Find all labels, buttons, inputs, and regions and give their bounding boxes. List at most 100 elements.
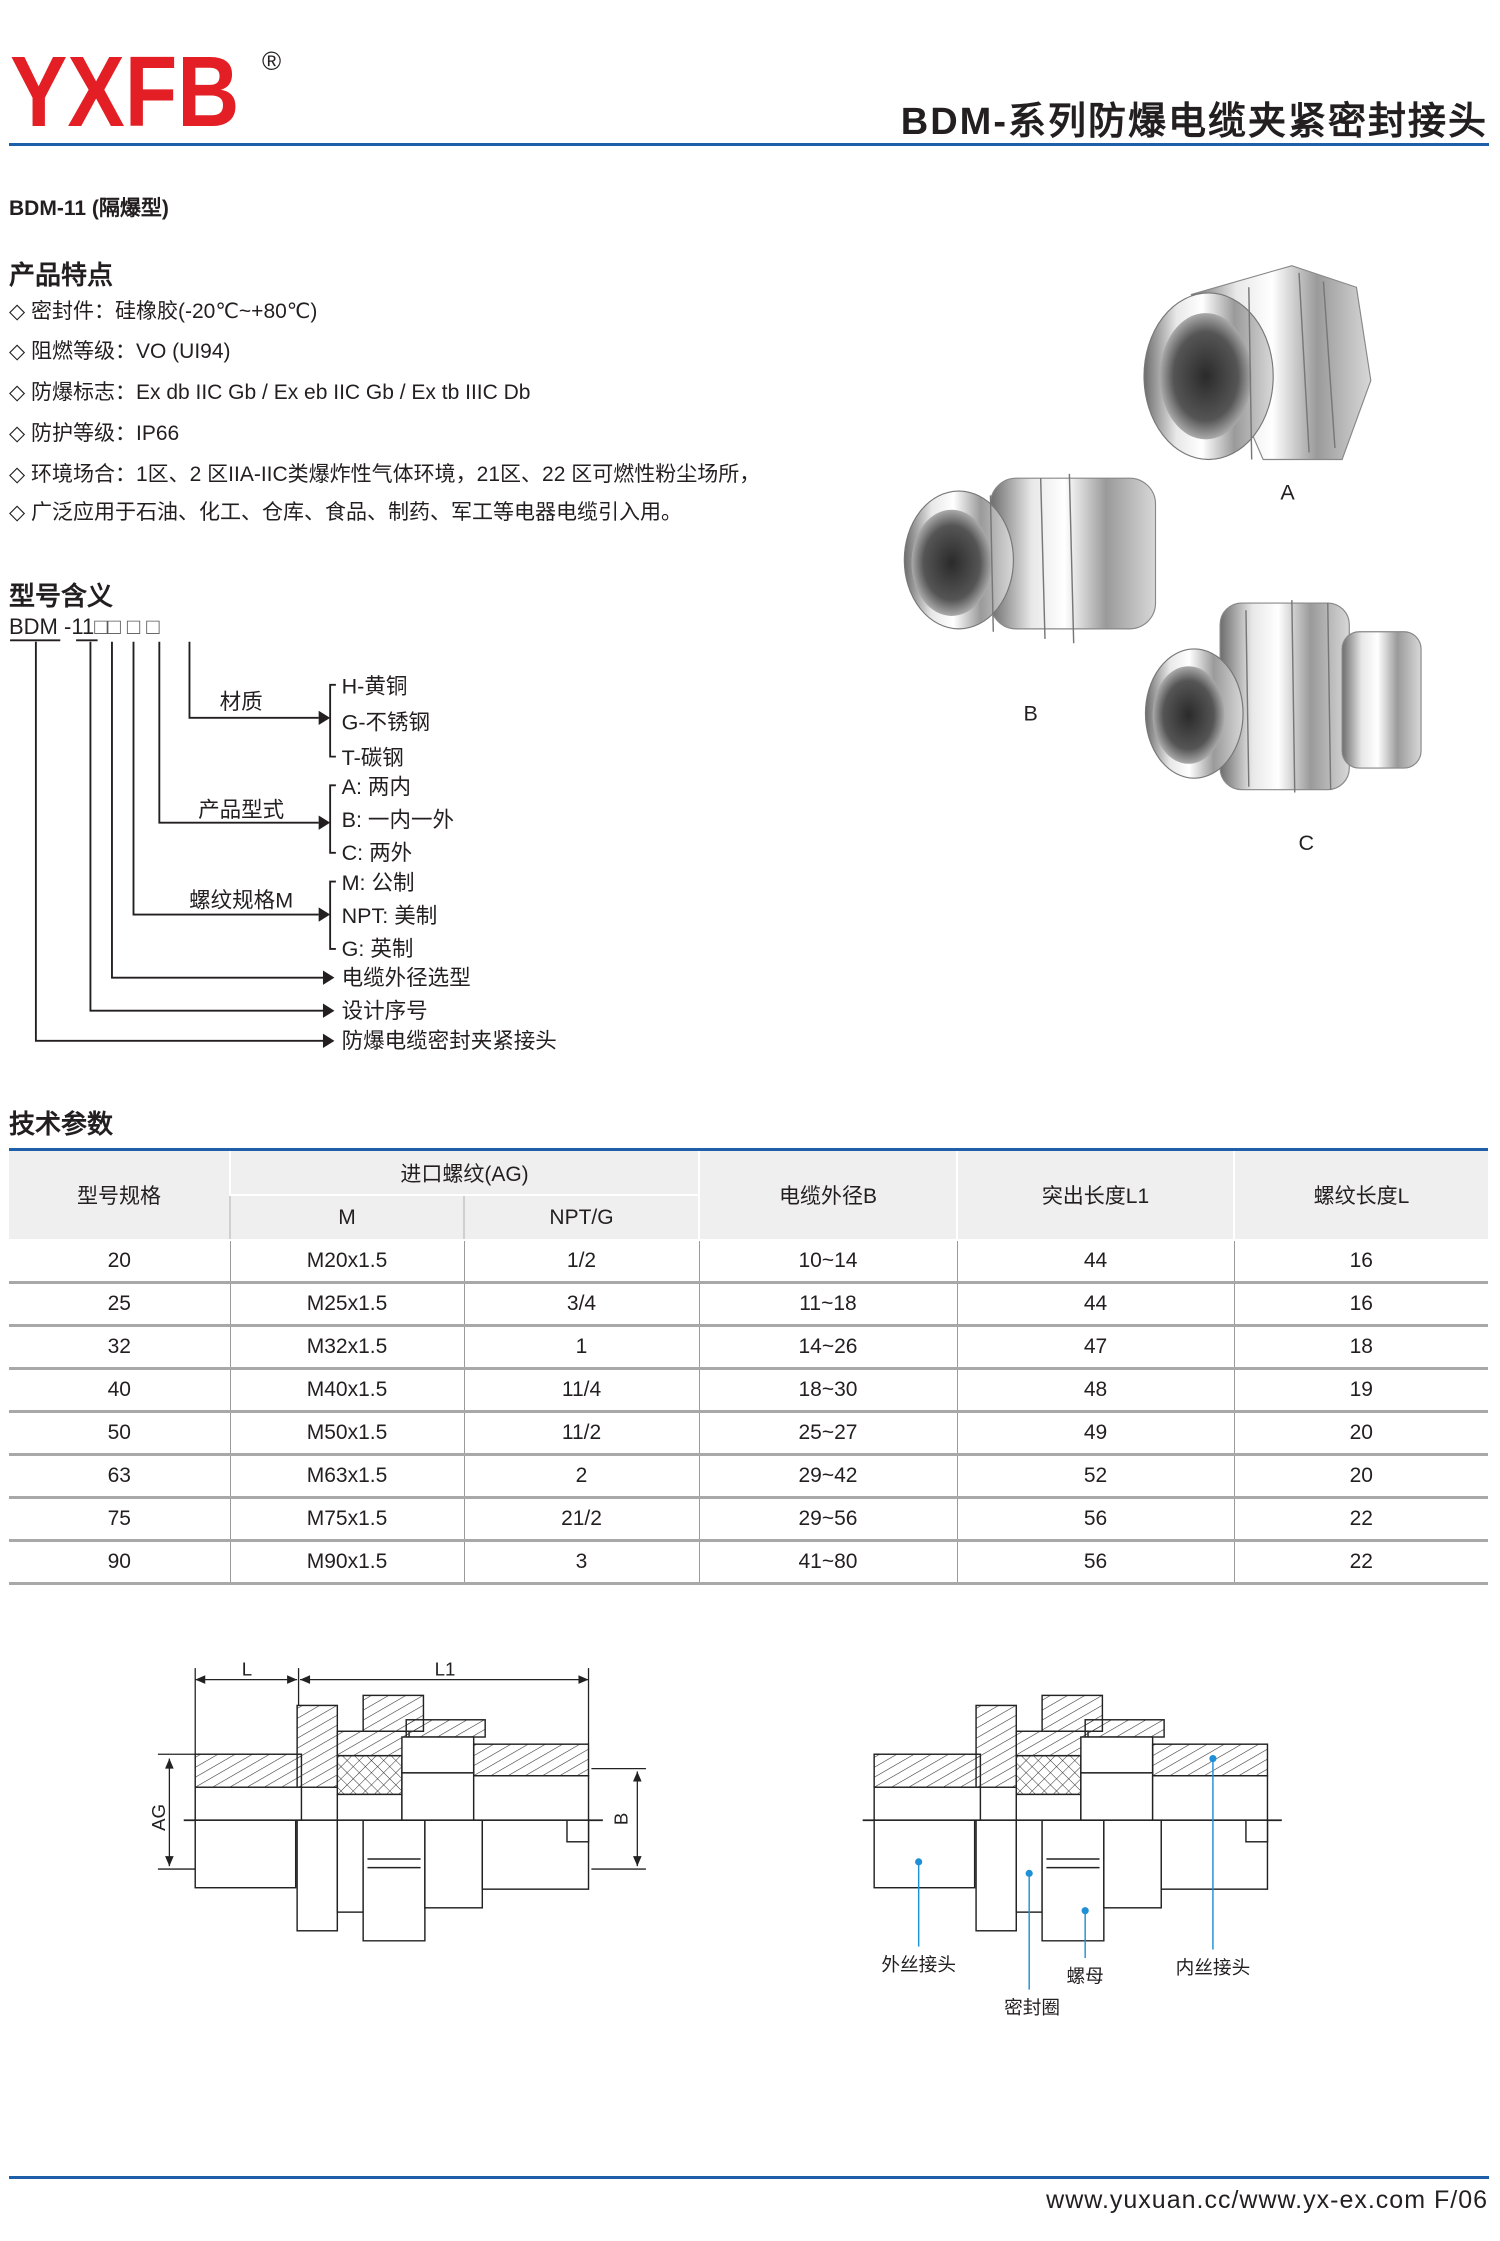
photo-label-a: A (1280, 481, 1295, 505)
code-boxes: □□ □ □ (94, 614, 160, 639)
table-cell: 22 (1233, 1497, 1488, 1542)
table-cell: 56 (956, 1497, 1234, 1542)
code-series: -11 (64, 614, 95, 639)
table-cell: 32 (9, 1325, 230, 1370)
diagram-arrowheads (318, 710, 335, 1049)
registered-mark: ® (262, 46, 282, 76)
table-cell: 49 (956, 1411, 1234, 1456)
table-cell: 20 (1233, 1411, 1488, 1456)
product-photo-b (903, 473, 1157, 644)
feature-item: ◇ 环境场合：1区、2 区IIA-IIC类爆炸性气体环境，21区、22 区可燃性… (9, 463, 761, 486)
code-prefix: BDM (9, 614, 58, 639)
table-cell: M75x1.5 (229, 1497, 464, 1542)
model-code-diagram (10, 639, 336, 1042)
header-model: 型号规格 (9, 1149, 230, 1241)
brand-logo: YXFB (10, 36, 240, 148)
feature-item: ◇ 防爆标志：Ex db IIC Gb / Ex eb IIC Gb / Ex … (9, 381, 531, 404)
parts-drawing: 外丝接头 密封圈 螺母 内丝接头 (861, 1694, 1283, 2018)
product-photo-a (1143, 265, 1372, 461)
table-cell: 44 (956, 1240, 1234, 1284)
dim-label-b: B (610, 1813, 631, 1825)
table-cell: M20x1.5 (229, 1240, 464, 1284)
table-cell: 40 (9, 1368, 230, 1413)
table-cell: 29~42 (698, 1454, 957, 1499)
table-cell: 50 (9, 1411, 230, 1456)
photo-label-c: C (1298, 831, 1314, 855)
table-cell: M90x1.5 (229, 1540, 464, 1585)
feature-item: ◇ 广泛应用于石油、化工、仓库、食品、制药、军工等电器电缆引入用。 (9, 501, 682, 524)
table-cell: 41~80 (698, 1540, 957, 1585)
table-cell: M63x1.5 (229, 1454, 464, 1499)
footer-url-page: www.yuxuan.cc/www.yx-ex.com F/06 (1046, 2186, 1488, 2214)
dim-label-ag: AG (148, 1804, 169, 1831)
table-cell: 20 (9, 1240, 230, 1284)
table-cell: 20 (1233, 1454, 1488, 1499)
table-cell: 22 (1233, 1540, 1488, 1585)
single-label: 电缆外径选型 (342, 966, 471, 990)
table-cell: 63 (9, 1454, 230, 1499)
model-subtitle: BDM-11 (隔爆型) (9, 197, 169, 220)
header-thread-length: 螺纹长度L (1233, 1149, 1488, 1241)
callout-nut: 螺母 (1067, 1965, 1104, 1986)
table-cell: 47 (956, 1325, 1234, 1370)
table-cell: 56 (956, 1540, 1234, 1585)
feature-item: ◇ 防护等级：IP66 (9, 422, 180, 445)
table-cell: 14~26 (698, 1325, 957, 1370)
option: NPT: 美制 (342, 904, 438, 928)
option: G-不锈钢 (342, 710, 430, 734)
table-cell: 48 (956, 1368, 1234, 1413)
features-heading: 产品特点 (9, 260, 114, 290)
option: M: 公制 (342, 871, 415, 895)
dimension-drawing: L L1 AG B (148, 1658, 646, 1942)
table-cell: 21/2 (463, 1497, 699, 1542)
table-cell: 29~56 (698, 1497, 957, 1542)
header-cable-od: 电缆外径B (698, 1149, 957, 1241)
feature-item: ◇ 密封件：硅橡胶(-20℃~+80℃) (9, 300, 318, 323)
table-cell: 75 (9, 1497, 230, 1542)
model-code: BDM -11□□ □ □ (9, 614, 160, 640)
table-cell: 52 (956, 1454, 1234, 1499)
table-cell: 18 (1233, 1325, 1488, 1370)
product-photo-c (1144, 600, 1422, 793)
table-cell: 18~30 (698, 1368, 957, 1413)
table-cell: 25~27 (698, 1411, 957, 1456)
callout-male-connector: 外丝接头 (881, 1954, 956, 1975)
footer-divider (9, 2176, 1489, 2179)
group-label-material: 材质 (220, 690, 263, 714)
single-label: 设计序号 (342, 999, 428, 1023)
option: T-碳钢 (342, 746, 404, 770)
table-cell: 25 (9, 1282, 230, 1327)
header-protrusion: 突出长度L1 (956, 1149, 1234, 1241)
page-title: BDM-系列防爆电缆夹紧密封接头 (900, 101, 1488, 143)
table-cell: 16 (1233, 1240, 1488, 1284)
header-m: M (229, 1195, 464, 1241)
option: A: 两内 (342, 775, 411, 799)
option: H-黄铜 (342, 674, 408, 698)
table-cell: M25x1.5 (229, 1282, 464, 1327)
dim-label-l1: L1 (435, 1658, 456, 1679)
option: C: 两外 (342, 841, 413, 865)
callout-seal-ring: 密封圈 (1004, 1997, 1060, 2018)
tech-params-table: 型号规格 进口螺纹(AG) 电缆外径B 突出长度L1 螺纹长度L M NPT/G… (9, 1148, 1488, 1585)
callout-female-connector: 内丝接头 (1176, 1957, 1251, 1978)
option: G: 英制 (342, 937, 414, 961)
table-cell: 10~14 (698, 1240, 957, 1284)
model-meaning-heading: 型号含义 (9, 581, 114, 611)
single-label: 防爆电缆密封夹紧接头 (342, 1029, 557, 1053)
feature-item: ◇ 阻燃等级：VO (UI94) (9, 340, 231, 363)
table-cell: M40x1.5 (229, 1368, 464, 1413)
table-cell: 3/4 (463, 1282, 699, 1327)
header-npt-g: NPT/G (463, 1195, 699, 1241)
table-cell: 11/4 (463, 1368, 699, 1413)
table-cell: 90 (9, 1540, 230, 1585)
header-divider (9, 143, 1489, 146)
